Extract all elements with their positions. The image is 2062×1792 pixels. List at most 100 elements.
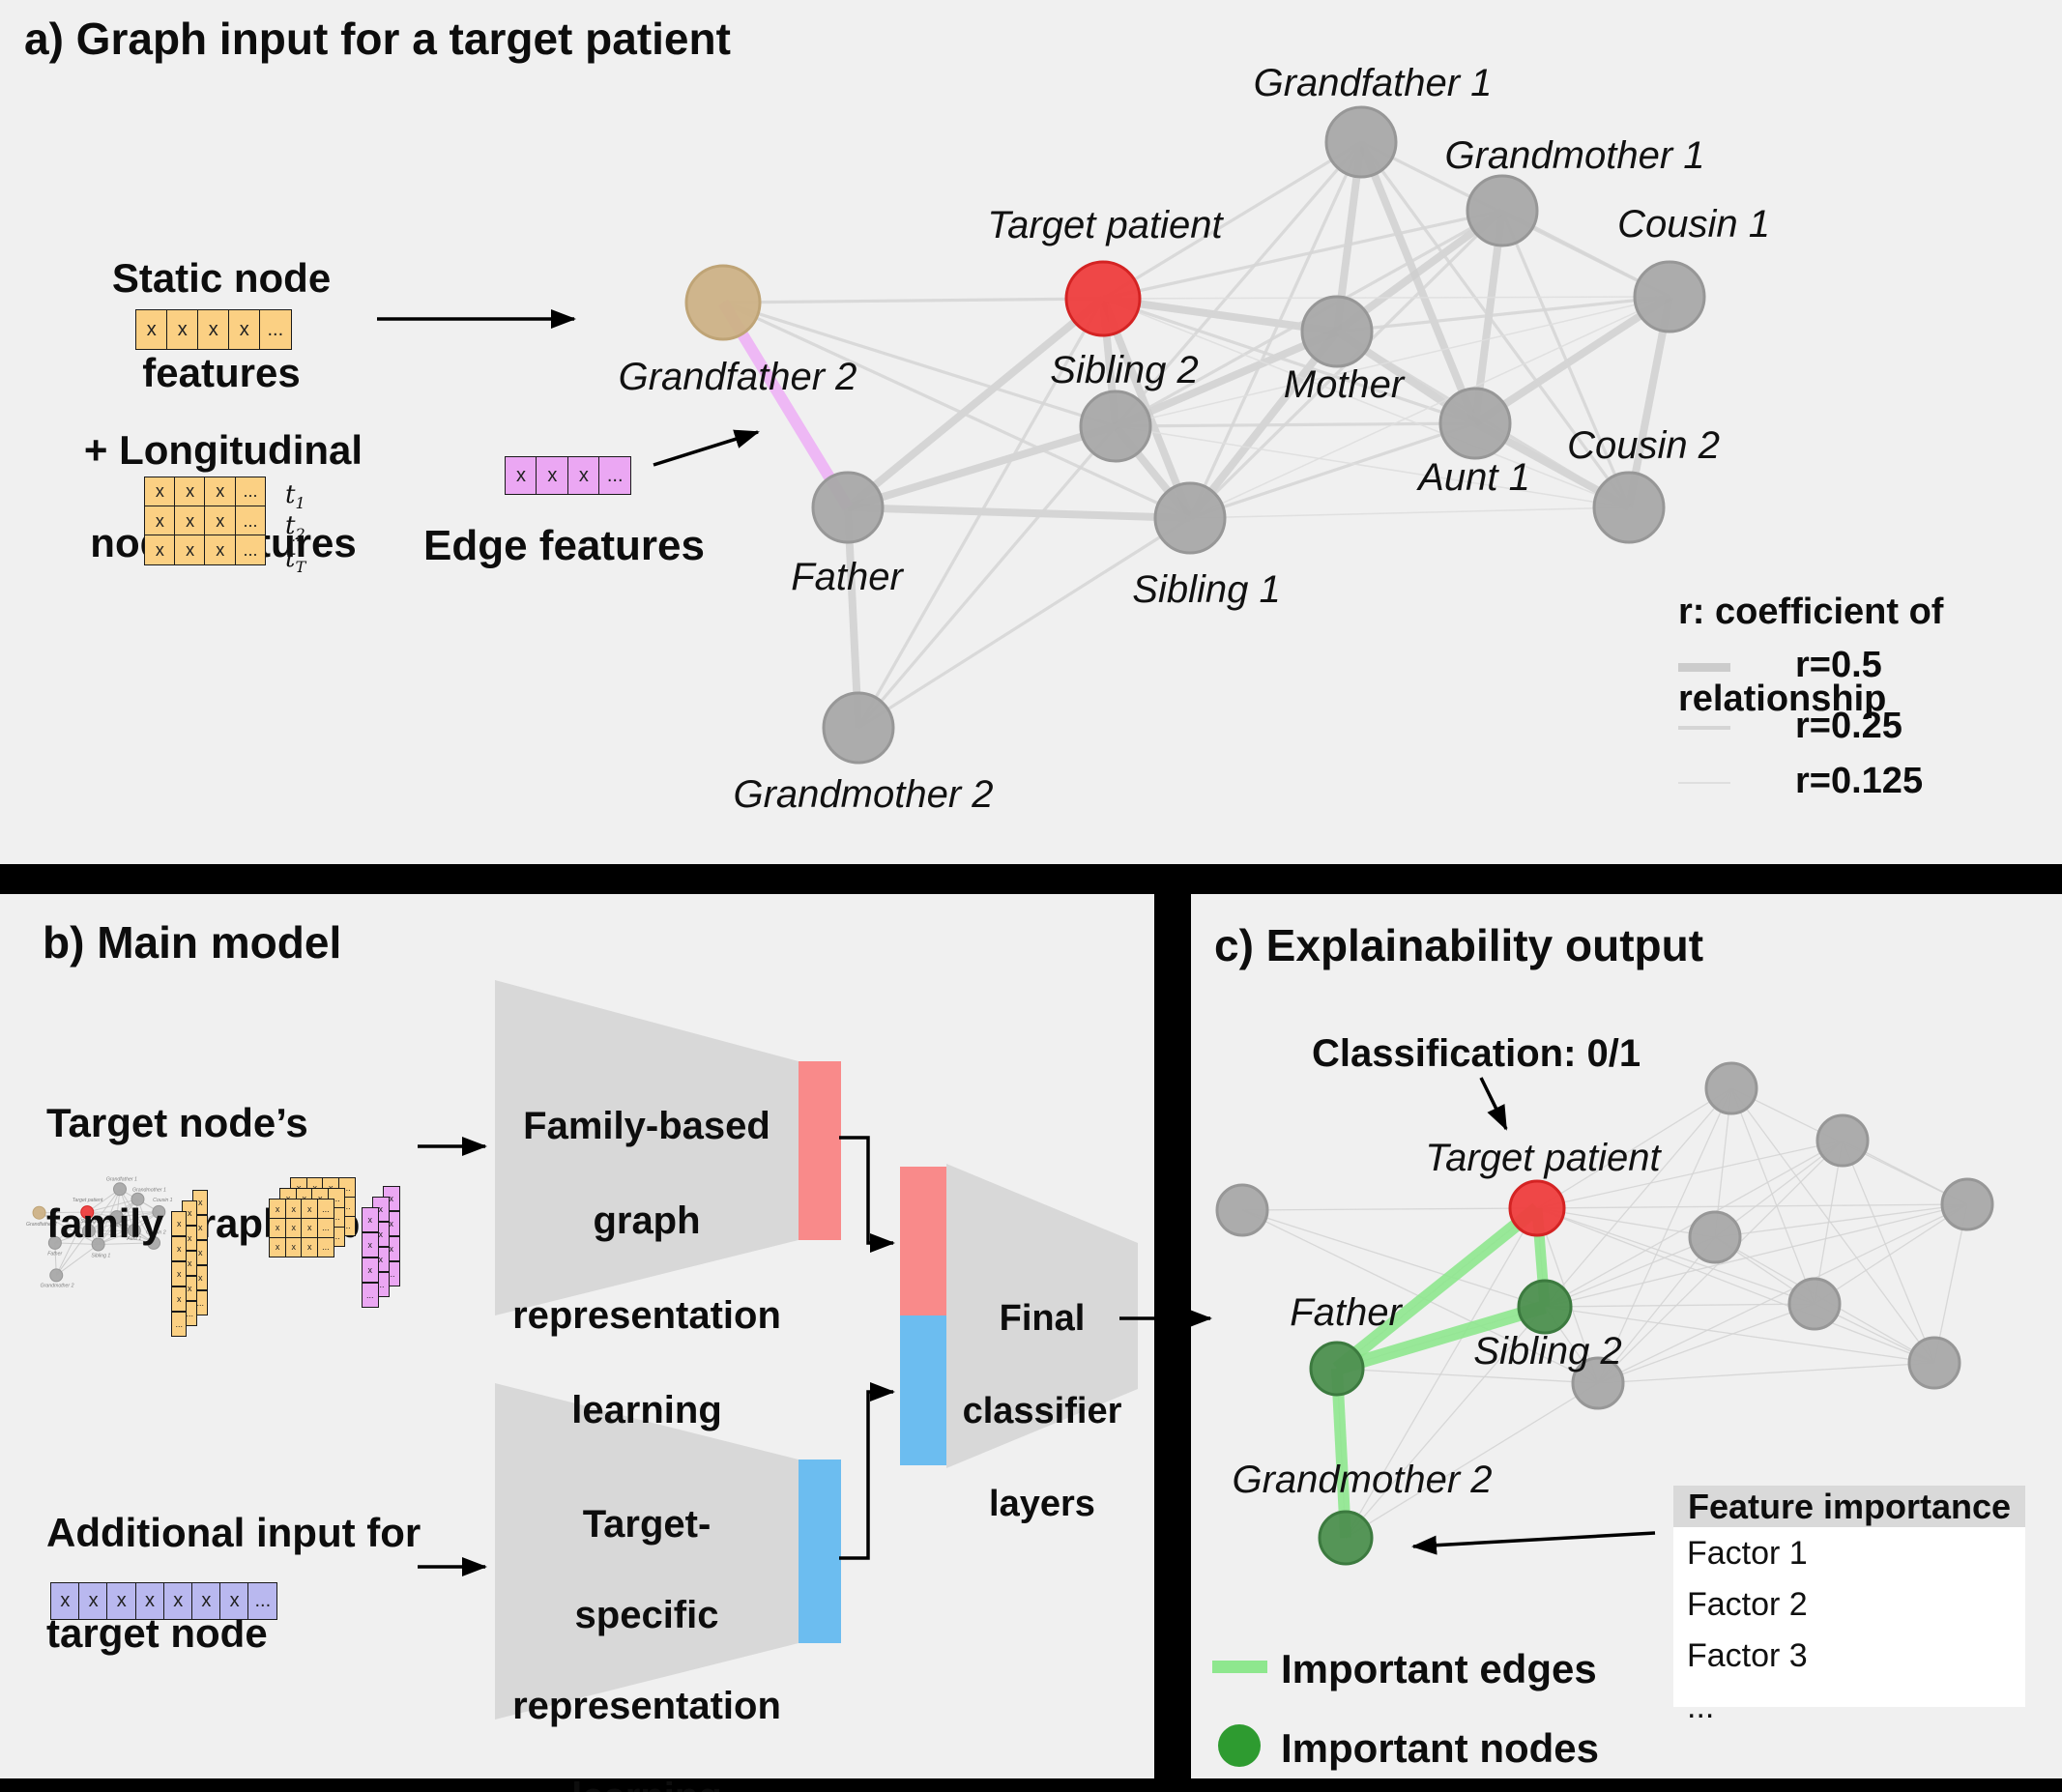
legend-line-r025 — [1678, 726, 1730, 730]
important-nodes-label: Important nodes — [1281, 1725, 1600, 1771]
graph-node-s1 — [91, 1237, 105, 1252]
graph-edge — [722, 301, 1191, 520]
graph-edge — [1345, 1306, 1546, 1539]
time-ellipsis: ... — [287, 530, 301, 545]
feature-cell: ... — [362, 1283, 379, 1308]
graph-edge — [1345, 1382, 1599, 1539]
trap1-line1: Family-based — [523, 1105, 770, 1147]
legend-label-r025: r=0.25 — [1795, 706, 1902, 746]
graph-edge — [54, 1211, 88, 1244]
red-embedding-arrow — [839, 1136, 895, 1253]
vertical-divider — [1154, 894, 1191, 1792]
feature-cell: ... — [171, 1312, 188, 1337]
node-label-target: Target patient — [1425, 1137, 1662, 1179]
family-embedding-bar — [799, 1061, 841, 1240]
trap1-line3: representation — [512, 1294, 781, 1337]
graph-edge — [1345, 1207, 1538, 1539]
graph-edge — [717, 299, 854, 511]
node-label-gf1: Grandfather 1 — [1254, 62, 1493, 104]
node-label-gm2: Grandmother 2 — [733, 773, 993, 816]
graph-edge — [87, 1211, 135, 1231]
graph-edge — [1544, 1303, 1815, 1308]
feature-cell: x — [269, 1199, 287, 1220]
graph-edge — [1359, 141, 1631, 508]
trap2-line4: learning — [495, 1775, 799, 1792]
graph-node-gf2 — [32, 1205, 46, 1220]
node-label-mother: Mother — [110, 1223, 126, 1228]
graph-node-c2 — [147, 1235, 161, 1250]
legend-title-line1: r: coefficient of — [1678, 592, 1944, 632]
graph-node-s2 — [1517, 1279, 1573, 1335]
graph-edge — [1114, 140, 1363, 428]
node-label-gm2: Grandmother 2 — [1232, 1459, 1492, 1501]
node-label-gf2: Grandfather 2 — [26, 1222, 57, 1228]
feature-cell: x — [204, 506, 237, 536]
graph-edge — [1102, 296, 1670, 300]
graph-edge — [1115, 425, 1630, 508]
graph-edge — [847, 504, 1191, 522]
feature-cell: x — [166, 309, 199, 350]
panel-c-title: c) Explainability output — [1214, 920, 1704, 970]
graph-edge — [1536, 1207, 1935, 1364]
feature-cell: ... — [598, 456, 632, 495]
trap2-line2: specific — [574, 1594, 719, 1636]
target-encoder-trapezoid — [495, 1383, 799, 1720]
feature-importance-arrow — [1411, 1531, 1656, 1555]
feature-cell: ... — [259, 309, 292, 350]
graph-edge — [1933, 1203, 1968, 1364]
graph-edge — [1597, 1203, 1968, 1384]
feature-cell: x — [171, 1211, 188, 1236]
graph-edge — [1544, 1203, 1968, 1308]
feature-cell: x — [204, 535, 237, 566]
graph-edge — [1241, 1209, 1546, 1308]
feature-cell: x — [284, 1236, 303, 1257]
graph-node-gm2 — [49, 1268, 64, 1283]
feature-cell: x — [566, 456, 600, 495]
feature-cell: x — [191, 1582, 221, 1620]
graph-edge — [98, 1242, 155, 1245]
panel-a-title: a) Graph input for a target patient — [24, 14, 731, 64]
factor-row-ellipsis: ... — [1687, 1689, 1715, 1725]
graph-edge — [87, 1199, 138, 1213]
static-features-label: Static node features — [57, 207, 386, 444]
graph-node-mother — [1300, 295, 1374, 368]
arrows — [377, 309, 1656, 1576]
family-graph-input-label: Target node’s family graph input — [46, 1048, 398, 1299]
longitudinal-line1: + Longitudinal — [83, 427, 363, 473]
node-label-gf2: Grandfather 2 — [619, 356, 857, 398]
graph-edge — [119, 1189, 135, 1231]
graph-node-gm1 — [1466, 174, 1539, 247]
graph-edge — [857, 516, 1191, 730]
trap2-line1: Target- — [582, 1503, 712, 1546]
graph-node-s1 — [1571, 1356, 1625, 1410]
graph-edge — [857, 424, 1118, 730]
trap1-line2: graph — [593, 1199, 701, 1242]
graph-edge — [1335, 1300, 1547, 1375]
graph-node-mother — [1688, 1210, 1742, 1264]
feature-cell: x — [174, 477, 206, 507]
feature-cell: x — [135, 309, 168, 350]
graph-edge — [55, 1211, 88, 1276]
graph-edge — [1544, 1087, 1732, 1308]
final-classifier-trapezoid — [946, 1164, 1138, 1468]
factor-row-2: Factor 2 — [1687, 1586, 1808, 1623]
feature-cell: x — [536, 456, 569, 495]
node-label-father: Father — [47, 1251, 62, 1257]
node-label-c2: Cousin 2 — [1567, 424, 1720, 467]
node-label-c2: Cousin 2 — [146, 1230, 166, 1236]
graph-edge — [1730, 1087, 1935, 1364]
graph-edge — [87, 1211, 155, 1244]
important-edges-label: Important edges — [1281, 1646, 1597, 1691]
node-label-aunt1: Aunt 1 — [1416, 456, 1530, 499]
graph-edge — [1536, 1140, 1844, 1209]
feature-cell: x — [362, 1207, 379, 1232]
graph-edge — [722, 301, 1117, 428]
node-label-gm2: Grandmother 2 — [41, 1283, 74, 1288]
graph-node-target — [1064, 260, 1142, 337]
